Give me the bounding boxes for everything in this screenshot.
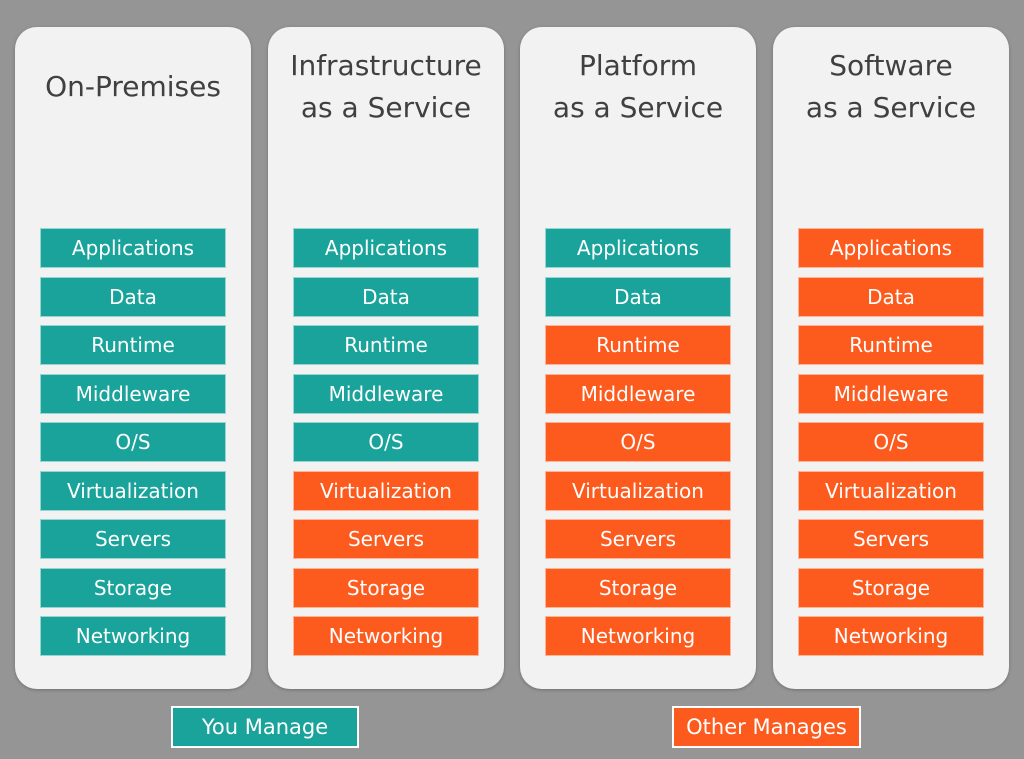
layer-os: O/S — [40, 422, 226, 462]
layer-runtime: Runtime — [293, 325, 479, 365]
layer-runtime: Runtime — [798, 325, 984, 365]
layer-os: O/S — [545, 422, 731, 462]
layer-virtualization: Virtualization — [40, 470, 226, 511]
layer-networking: Networking — [798, 616, 984, 656]
layer-runtime: Runtime — [545, 325, 731, 365]
layer-storage: Storage — [293, 567, 479, 608]
layer-os: O/S — [293, 422, 479, 462]
layer-stack: Applications Data Runtime Middleware O/S… — [293, 228, 479, 665]
column-title: Infrastructure as a Service — [290, 49, 482, 124]
layer-middleware: Middleware — [293, 373, 479, 414]
layer-applications: Applications — [293, 228, 479, 268]
layer-runtime: Runtime — [40, 325, 226, 365]
layer-stack: Applications Data Runtime Middleware O/S… — [545, 228, 731, 665]
layer-middleware: Middleware — [40, 373, 226, 414]
layer-middleware: Middleware — [798, 373, 984, 414]
column-on-premises: On-Premises Applications Data Runtime Mi… — [15, 27, 251, 689]
layer-data: Data — [798, 276, 984, 317]
layer-data: Data — [545, 276, 731, 317]
column-title: On-Premises — [45, 70, 221, 103]
legend-other-manages: Other Manages — [672, 706, 861, 748]
column-iaas: Infrastructure as a Service Applications… — [268, 27, 504, 689]
layer-data: Data — [293, 276, 479, 317]
layer-servers: Servers — [40, 519, 226, 559]
layer-servers: Servers — [293, 519, 479, 559]
layer-storage: Storage — [545, 567, 731, 608]
layer-applications: Applications — [798, 228, 984, 268]
column-title: Platform as a Service — [552, 49, 724, 124]
layer-data: Data — [40, 276, 226, 317]
column-saas: Software as a Service Applications Data … — [773, 27, 1009, 689]
layer-stack: Applications Data Runtime Middleware O/S… — [40, 228, 226, 665]
layer-servers: Servers — [798, 519, 984, 559]
column-title: Software as a Service — [805, 49, 977, 124]
layer-stack: Applications Data Runtime Middleware O/S… — [798, 228, 984, 665]
legend-you-manage: You Manage — [171, 706, 359, 748]
layer-middleware: Middleware — [545, 373, 731, 414]
column-paas: Platform as a Service Applications Data … — [520, 27, 756, 689]
layer-virtualization: Virtualization — [293, 470, 479, 511]
layer-os: O/S — [798, 422, 984, 462]
layer-storage: Storage — [798, 567, 984, 608]
layer-applications: Applications — [545, 228, 731, 268]
layer-virtualization: Virtualization — [798, 470, 984, 511]
layer-virtualization: Virtualization — [545, 470, 731, 511]
layer-networking: Networking — [293, 616, 479, 656]
layer-storage: Storage — [40, 567, 226, 608]
layer-networking: Networking — [545, 616, 731, 656]
layer-networking: Networking — [40, 616, 226, 656]
layer-servers: Servers — [545, 519, 731, 559]
layer-applications: Applications — [40, 228, 226, 268]
